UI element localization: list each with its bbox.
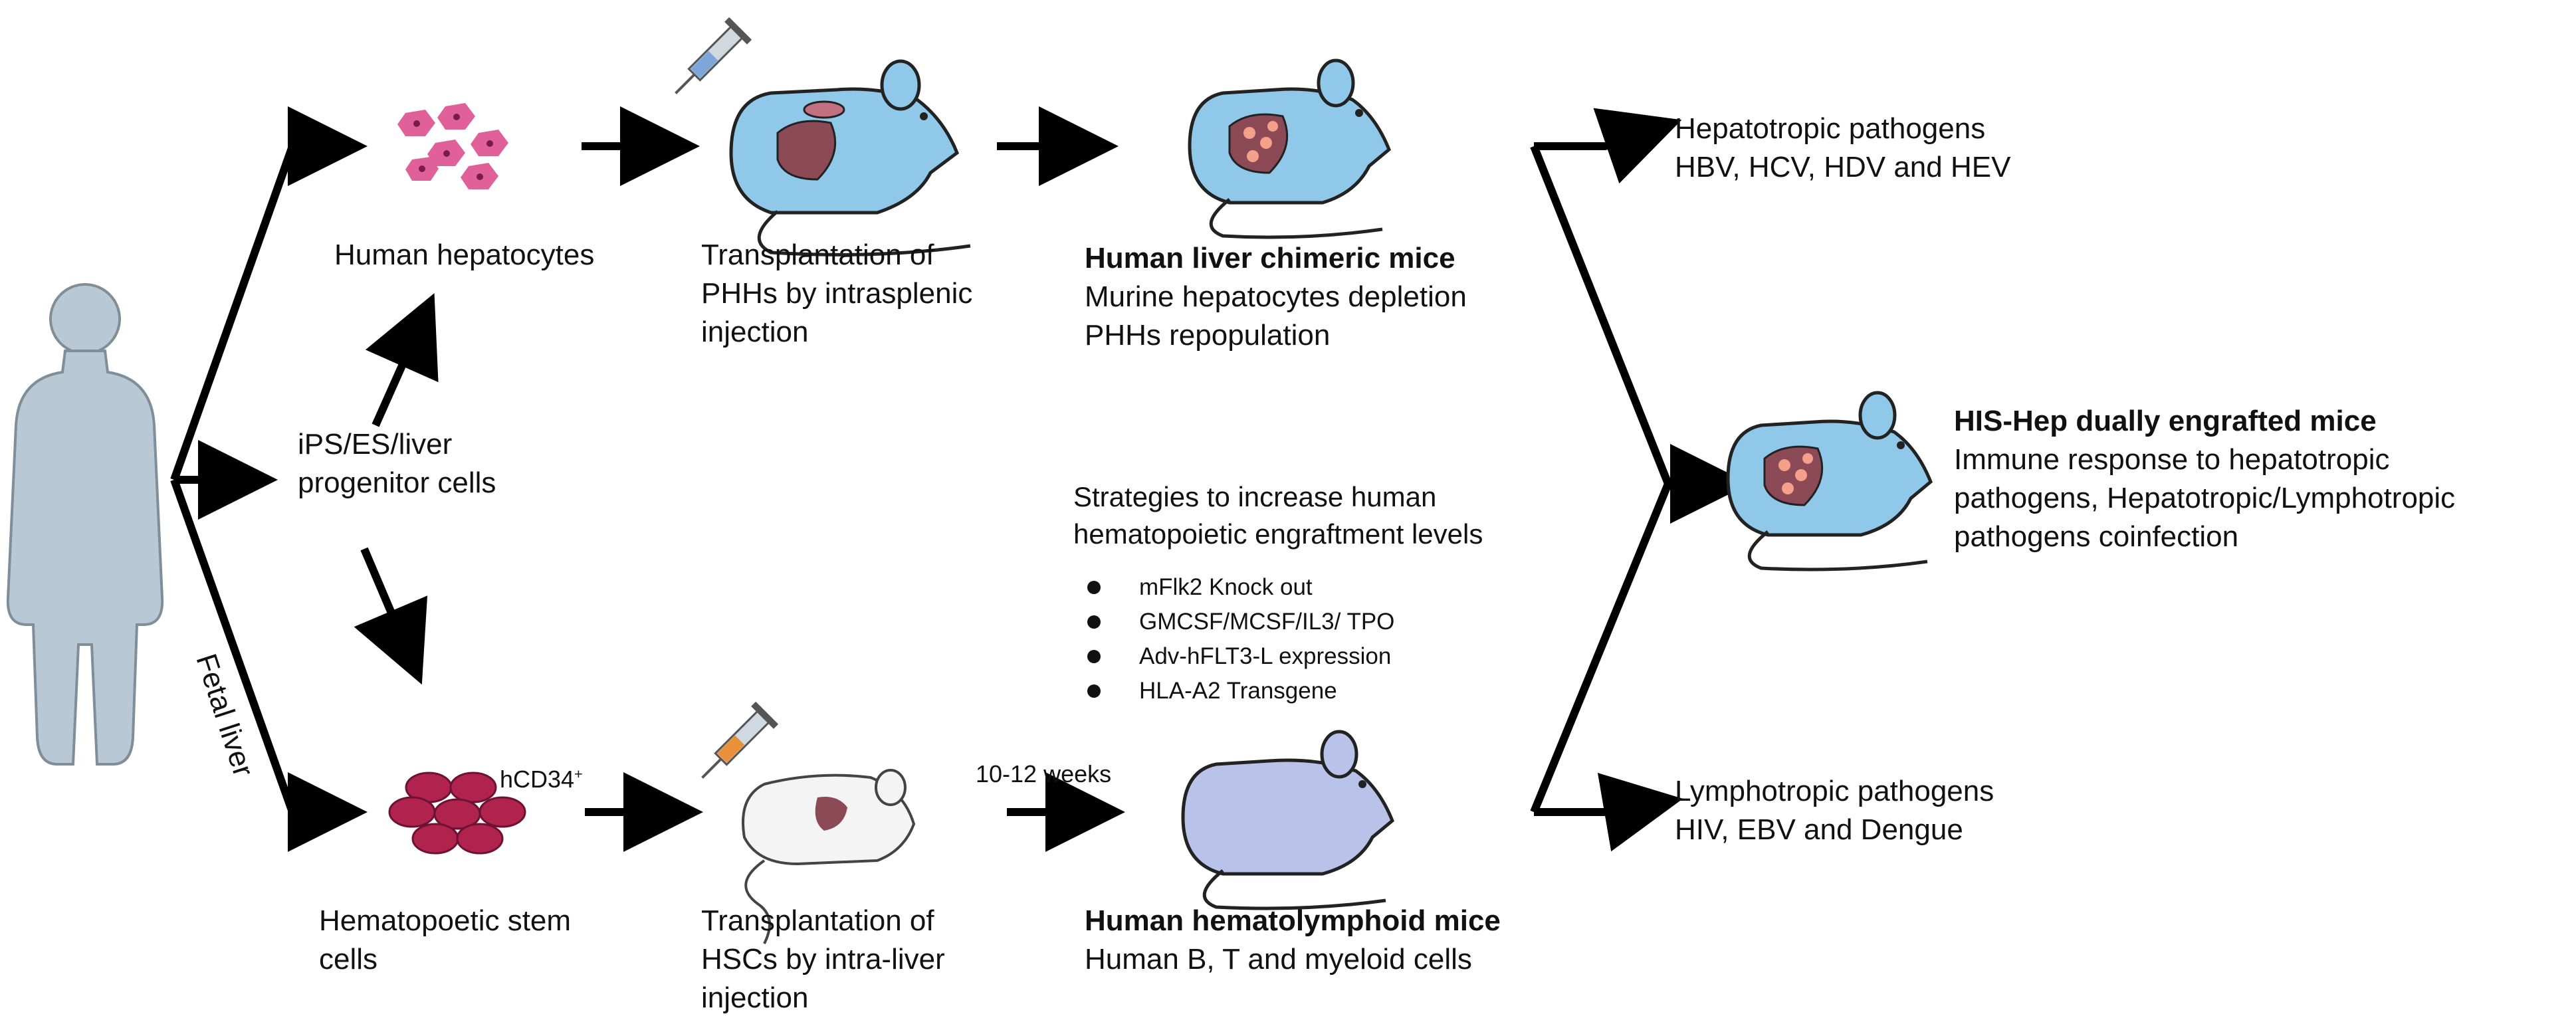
pup-icon-transplant [742, 769, 916, 944]
mouse-icon-hematolymphoid [1181, 730, 1394, 910]
hepatotropic-line2: HBV, HCV, HDV and HEV [1675, 151, 2011, 183]
syringe-icon-top [675, 17, 752, 94]
transplant-top-label: Transplantation of PHHs by intrasplenic … [701, 236, 972, 352]
hsc-label: Hematopoetic stem cells [319, 902, 571, 979]
weeks-label: 10-12 weeks [976, 760, 1112, 787]
transplant-bottom-line2: HSCs by intra-liver [701, 943, 945, 976]
arrow-ips-down [354, 547, 428, 685]
arrow-to-hepatocytes [170, 106, 368, 482]
arrow-to-lymphotropic [1534, 773, 1683, 852]
list-item: HLA-A2 Transgene [1083, 674, 1394, 708]
his-hep-line1: Immune response to hepatotropic [1954, 443, 2390, 476]
lymphotropic-block: Lymphotropic pathogens HIV, EBV and Deng… [1675, 772, 1994, 849]
hcd34-text: hCD34 [500, 766, 575, 793]
list-item: Adv-hFLT3-L expression [1083, 639, 1394, 674]
his-hep-line3: pathogens coinfection [1954, 520, 2239, 553]
arrow-hematolymphoid-merge [1530, 482, 1672, 814]
lymphotropic-line1: Lymphotropic pathogens [1675, 775, 1994, 807]
hsc-label-line1: Hematopoetic stem [319, 904, 572, 937]
liver-chimeric-line1: Murine hepatocytes depletion [1085, 280, 1467, 313]
his-hep-block: HIS-Hep dually engrafted mice Immune res… [1954, 402, 2455, 556]
liver-chimeric-line2: PHHs repopulation [1085, 319, 1331, 352]
lymphotropic-line2: HIV, EBV and Dengue [1675, 813, 1963, 846]
transplant-top-line3: injection [701, 316, 809, 348]
hsc-cluster-icon [388, 772, 526, 855]
hepatotropic-line1: Hepatotropic pathogens [1675, 112, 1986, 145]
his-hep-title: HIS-Hep dually engrafted mice [1954, 405, 2377, 437]
mouse-icon-transplant [729, 59, 971, 257]
liver-chimeric-title: Human liver chimeric mice [1085, 242, 1455, 274]
transplant-top-line2: PHHs by intrasplenic [701, 277, 973, 310]
arrow-to-hepatotropic [1534, 108, 1682, 184]
hematolymphoid-line1: Human B, T and myeloid cells [1085, 943, 1472, 976]
hematolymphoid-title: Human hematolymphoid mice [1085, 904, 1501, 937]
transplant-bottom-line3: injection [701, 982, 809, 1014]
arrow-to-hsc [170, 478, 368, 852]
hepatotropic-block: Hepatotropic pathogens HBV, HCV, HDV and… [1675, 110, 2010, 187]
his-hep-line2: pathogens, Hepatotropic/Lymphotropic [1954, 482, 2456, 514]
hcd34-label: hCD34+ [500, 758, 583, 796]
mouse-icon-his-hep [1726, 391, 1933, 571]
liver-chimeric-block: Human liver chimeric mice Murine hepatoc… [1085, 239, 1467, 355]
ips-label-line1: iPS/ES/liver [298, 428, 453, 461]
arrow-chimeric-merge [1530, 144, 1750, 524]
hematolymphoid-block: Human hematolymphoid mice Human B, T and… [1085, 902, 1501, 979]
hcd34-sup: + [574, 766, 583, 782]
strategies-line1: Strategies to increase human [1073, 481, 1437, 512]
strategies-heading: Strategies to increase human hematopoiet… [1073, 478, 1483, 553]
mouse-icon-chimeric [1188, 58, 1391, 239]
strategies-line2: hematopoietic engraftment levels [1073, 518, 1483, 550]
list-item: mFlk2 Knock out [1083, 570, 1394, 605]
ips-label: iPS/ES/liver progenitor cells [298, 425, 496, 502]
human-body-icon [6, 283, 164, 766]
hsc-label-line2: cells [319, 943, 378, 976]
transplant-bottom-line1: Transplantation of [701, 904, 934, 937]
hepatocyte-cluster-icon [397, 103, 508, 189]
arrow-ips-up [365, 293, 439, 427]
strategies-list: mFlk2 Knock out GMCSF/MCSF/IL3/ TPO Adv-… [1083, 570, 1394, 708]
ips-label-line2: progenitor cells [298, 466, 496, 499]
list-item: GMCSF/MCSF/IL3/ TPO [1083, 605, 1394, 639]
transplant-top-line1: Transplantation of [701, 239, 934, 271]
syringe-icon-bottom [701, 701, 779, 779]
transplant-bottom-label: Transplantation of HSCs by intra-liver i… [701, 902, 945, 1017]
branch-arrows [170, 106, 1750, 852]
human-hepatocytes-label: Human hepatocytes [334, 239, 595, 271]
